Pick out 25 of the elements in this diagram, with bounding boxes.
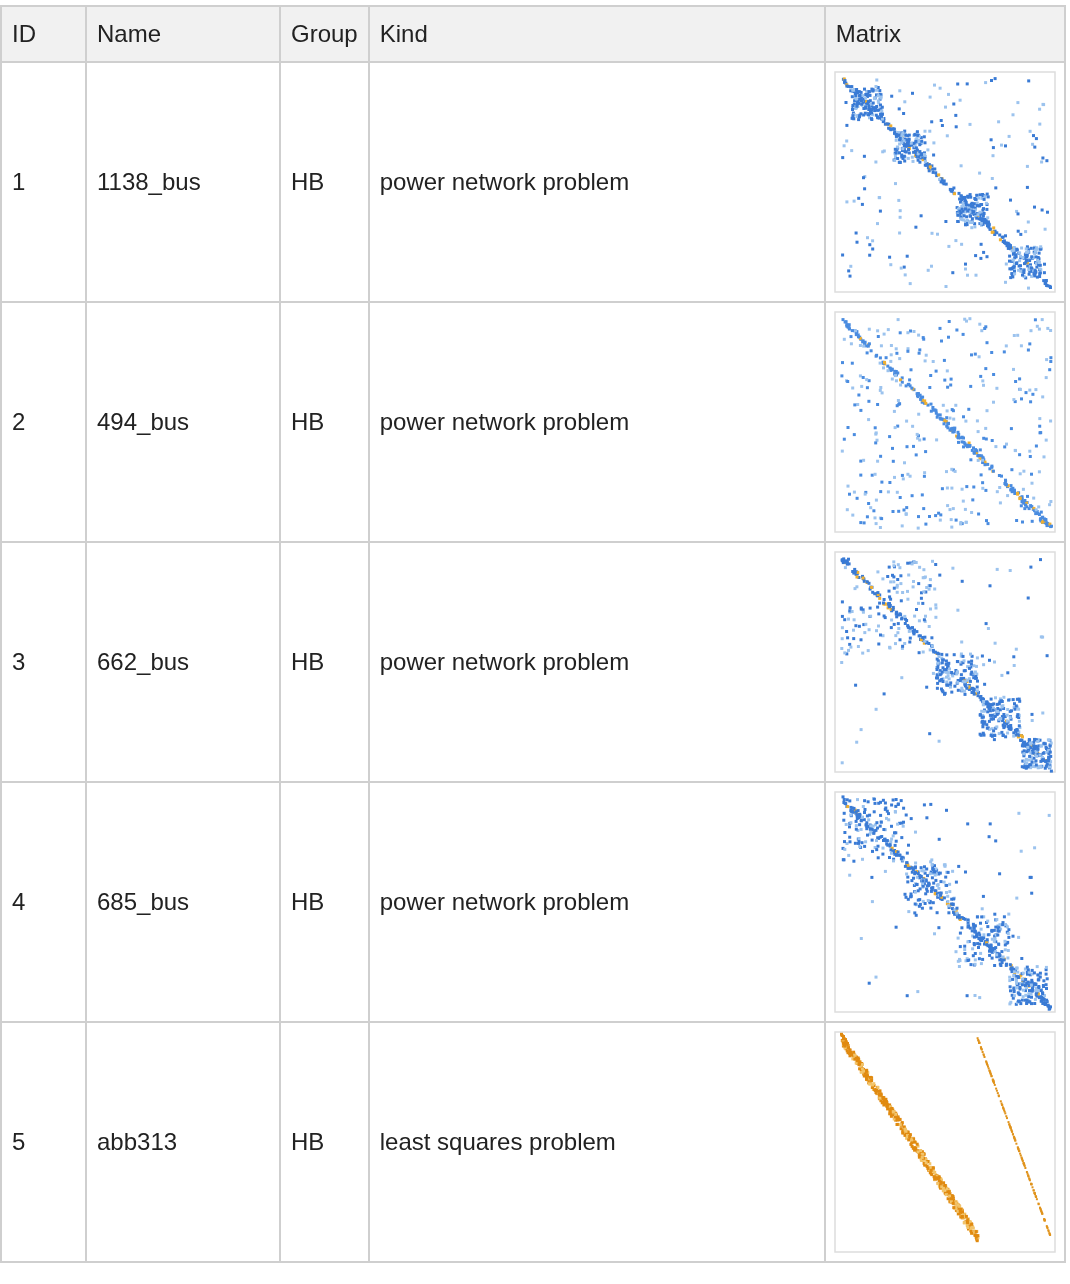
table-cell: 685_bus: [86, 782, 280, 1022]
table-cell: 1: [1, 62, 86, 302]
table-cell: HB: [280, 542, 369, 782]
table-cell: 494_bus: [86, 302, 280, 542]
table-cell: abb313: [86, 1022, 280, 1262]
table-cell: power network problem: [368, 542, 825, 782]
table-cell: power network problem: [368, 782, 825, 1022]
table-cell: 4: [1, 782, 86, 1022]
table-cell: least squares problem: [368, 1022, 825, 1262]
column-header: Name: [86, 6, 280, 62]
table-cell: 662_bus: [86, 542, 280, 782]
column-header: ID: [1, 6, 86, 62]
table-cell: HB: [280, 302, 369, 542]
column-header: Matrix: [824, 6, 1065, 62]
table-cell: 5: [1, 1022, 86, 1262]
column-header: Kind: [368, 6, 825, 62]
table-cell: HB: [280, 782, 369, 1022]
table-cell: HB: [280, 1022, 369, 1262]
table-cell: power network problem: [368, 302, 825, 542]
table-cell: 3: [1, 542, 86, 782]
table-cell: 2: [1, 302, 86, 542]
table-cell: HB: [280, 62, 369, 302]
table-cell: power network problem: [368, 62, 825, 302]
column-header: Group: [280, 6, 369, 62]
table-cell: 1138_bus: [86, 62, 280, 302]
